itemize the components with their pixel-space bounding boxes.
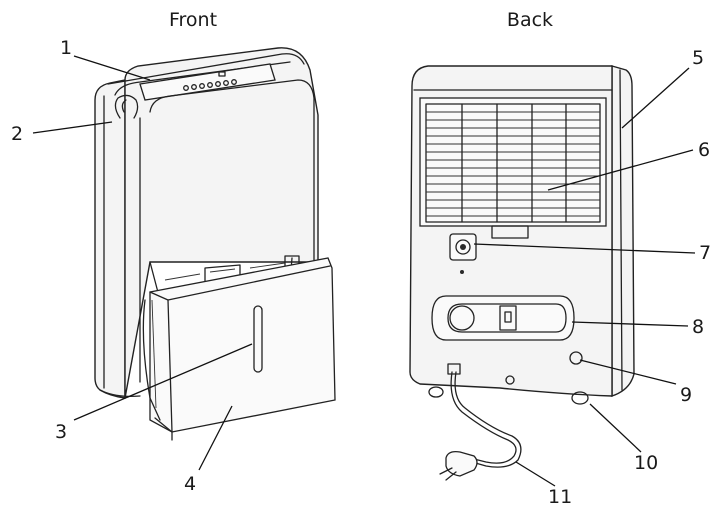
control-panel bbox=[139, 63, 276, 101]
front-heading: Front bbox=[169, 9, 217, 31]
front-handle bbox=[114, 94, 139, 119]
front-unit bbox=[94, 47, 336, 441]
hose-connector bbox=[569, 351, 583, 365]
leader-lines bbox=[32, 55, 696, 487]
power-cord bbox=[450, 371, 517, 464]
callout-7: 7 bbox=[699, 242, 711, 264]
filter-slats bbox=[426, 103, 600, 223]
callout-numbers: 1 2 3 4 5 6 7 8 9 10 11 bbox=[11, 37, 711, 508]
water-level-window bbox=[253, 305, 263, 373]
back-heading: Back bbox=[507, 9, 553, 31]
back-side-wall bbox=[611, 65, 635, 397]
callout-5: 5 bbox=[692, 47, 704, 69]
wheel-right bbox=[571, 391, 589, 405]
callout-1: 1 bbox=[60, 37, 72, 59]
callout-10: 10 bbox=[634, 452, 658, 474]
power-plug bbox=[445, 450, 478, 477]
callout-2: 2 bbox=[11, 123, 23, 145]
callout-8: 8 bbox=[692, 316, 704, 338]
back-unit bbox=[409, 65, 635, 481]
callout-9: 9 bbox=[680, 384, 692, 406]
water-tank bbox=[149, 257, 336, 433]
callout-11: 11 bbox=[548, 486, 572, 508]
air-filter-grille bbox=[419, 97, 607, 227]
front-side-wall bbox=[94, 79, 126, 399]
wheel-left bbox=[428, 386, 444, 398]
control-buttons bbox=[183, 71, 237, 91]
callout-4: 4 bbox=[184, 473, 196, 495]
callout-3: 3 bbox=[55, 421, 67, 443]
rear-handle bbox=[431, 295, 575, 341]
callout-6: 6 bbox=[698, 139, 710, 161]
